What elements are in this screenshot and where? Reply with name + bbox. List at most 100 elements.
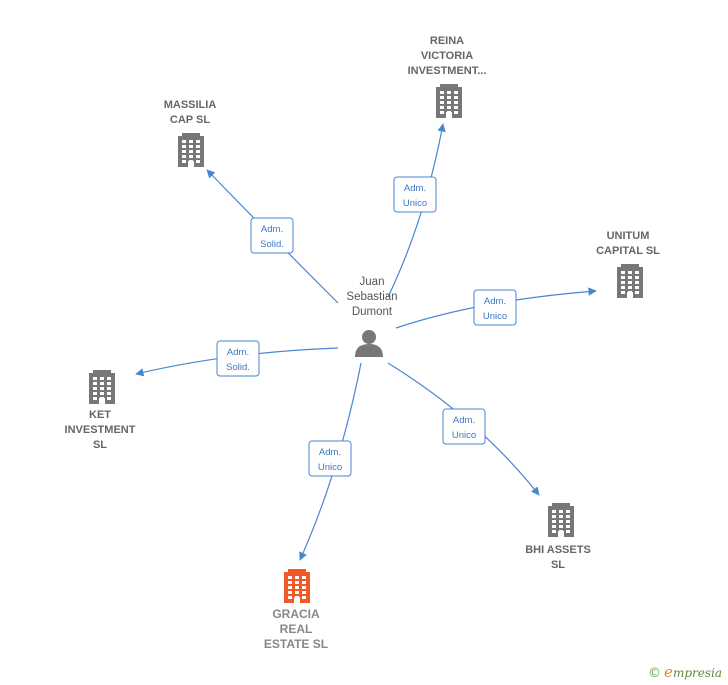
building-window [566,530,570,533]
label-line: INVESTMENT... [408,65,487,77]
building-window [559,525,563,528]
building-window [302,591,306,594]
edge-label-box [308,440,352,477]
edge-reina [387,123,446,298]
building-window [100,377,104,380]
edge-label-text: Unico [452,430,476,441]
building-window [566,510,570,513]
label-line: ESTATE SL [264,637,328,651]
edge-label-text: Solid. [260,239,284,250]
building-window [288,586,292,589]
label-line: CAP SL [170,114,210,126]
building-window [454,101,458,104]
building-door [446,112,452,118]
building-roof [93,370,111,374]
building-window [559,515,563,518]
building-window [559,510,563,513]
edge-label-text: Adm. [453,415,475,426]
building-window [447,106,451,109]
building-window [100,382,104,385]
building-window [302,576,306,579]
building-roof [621,264,639,268]
edge-label-box [473,289,517,326]
building-window [635,291,639,294]
building-door [627,292,633,298]
building-window [552,530,556,533]
building-window [93,397,97,400]
edge-label-unitum[interactable]: Adm.Unico [473,289,517,326]
building-window [302,586,306,589]
building-window [182,140,186,143]
label-line: REINA [430,35,464,47]
edge-label-box [250,217,294,254]
building-door [188,161,194,167]
edge-label-reina[interactable]: Adm.Unico [393,176,437,213]
building-icon-gracia[interactable] [284,569,310,603]
building-window [182,155,186,158]
building-window [107,377,111,380]
building-window [447,91,451,94]
building-window [635,271,639,274]
building-window [621,291,625,294]
label-line: SL [551,559,565,571]
building-window [302,581,306,584]
building-window [189,145,193,148]
building-window [93,387,97,390]
building-window [182,160,186,163]
edge-label-box [393,176,437,213]
building-window [100,392,104,395]
building-window [93,382,97,385]
edge-label-text: Adm. [261,224,283,235]
building-window [295,576,299,579]
label-line: UNITUM [607,230,650,242]
building-window [454,111,458,114]
edge-label-ket[interactable]: Adm.Solid. [216,340,260,377]
edge-label-gracia[interactable]: Adm.Unico [308,440,352,477]
building-window [621,271,625,274]
building-window [621,276,625,279]
edge-label-bhi[interactable]: Adm. Unico [442,408,486,445]
edge-label-text: Adm. [404,183,426,194]
building-window [628,276,632,279]
building-window [182,145,186,148]
building-window [454,96,458,99]
label-line: Dumont [352,306,393,318]
building-icon-unitum[interactable] [617,264,643,298]
building-window [635,286,639,289]
building-window [302,596,306,599]
building-window [628,271,632,274]
building-icon-ket[interactable] [89,370,115,404]
building-window [100,387,104,390]
building-window [189,155,193,158]
building-roof [552,503,570,507]
building-icon-massilia[interactable] [178,133,204,167]
building-window [635,281,639,284]
building-window [196,150,200,153]
edge-label-text: Unico [318,462,342,473]
building-window [552,515,556,518]
edge-label-massilia[interactable]: Adm. Solid. [250,217,294,254]
building-window [93,392,97,395]
building-window [295,591,299,594]
edge-label-text: Solid. [226,362,250,373]
label-line: INVESTMENT [65,424,136,436]
building-door [558,531,564,537]
building-window [288,591,292,594]
label-line: Sebastian [346,291,397,303]
building-roof [182,133,200,137]
building-window [447,96,451,99]
building-icon-bhi[interactable] [548,503,574,537]
edge-label-text: Unico [483,311,507,322]
building-window [196,145,200,148]
building-window [196,155,200,158]
person-icon[interactable] [355,330,383,357]
building-window [440,106,444,109]
building-window [566,525,570,528]
building-icon-reina[interactable] [436,84,462,118]
